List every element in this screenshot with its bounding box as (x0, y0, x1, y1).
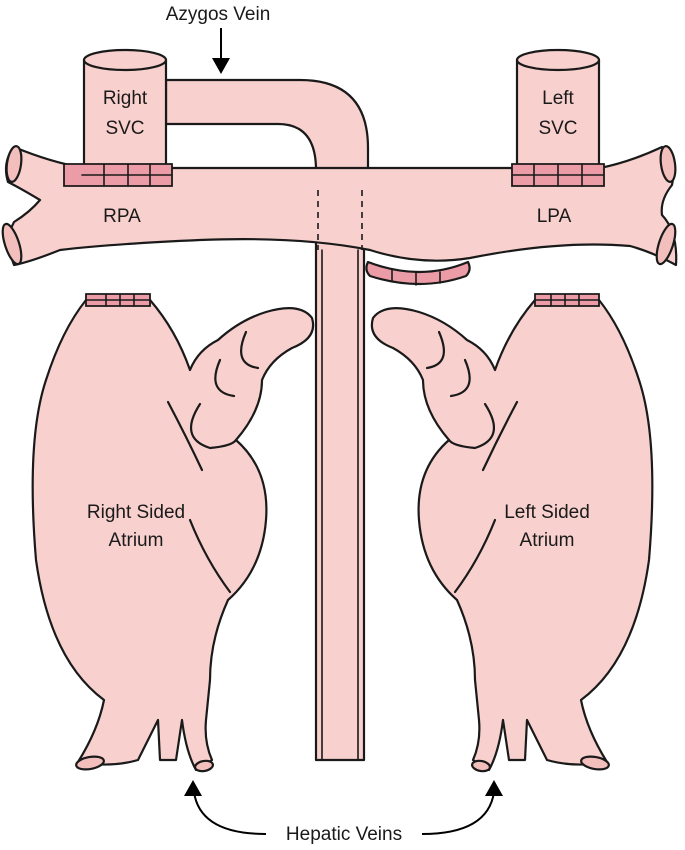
azygos-vein-label: Azygos Vein (166, 4, 271, 25)
right-atrium-label-line2: Atrium (109, 530, 164, 551)
left-sided-atrium (370, 293, 654, 773)
hepatic-veins-label: Hepatic Veins (286, 824, 402, 845)
left-atrium-label-line2: Atrium (520, 530, 575, 551)
right-atrium-label-line1: Right Sided (87, 502, 185, 523)
right-sided-atrium (31, 293, 315, 773)
azygos-arrow (212, 28, 230, 74)
rpa-label: RPA (103, 206, 141, 227)
hepatic-veins-left-arrow (184, 780, 267, 835)
right-svc-label-line2: SVC (105, 118, 144, 139)
left-svc-label-line2: SVC (538, 118, 577, 139)
hepatic-veins-right-arrow (421, 780, 503, 835)
lpa-label: LPA (537, 206, 572, 227)
central-conduit (314, 188, 366, 762)
left-svc-label-line1: Left (542, 88, 574, 109)
left-atrium-label-line1: Left Sided (504, 502, 590, 523)
right-svc-label-line1: Right (103, 88, 148, 109)
pulmonary-arteries (1, 145, 678, 286)
